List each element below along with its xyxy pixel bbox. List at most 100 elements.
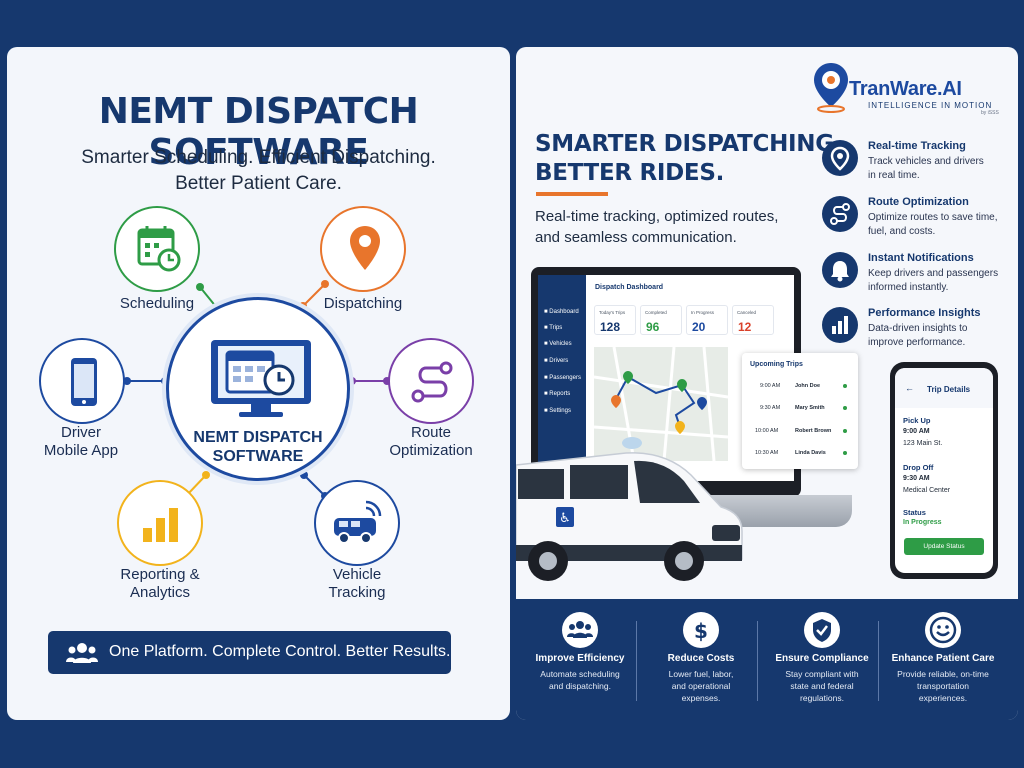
desc-line-2: and seamless communication. <box>535 229 737 246</box>
benefit-desc-line-3: regulations. <box>800 693 844 703</box>
dashboard-sidebar: ■ Dashboard ■ Trips ■ Vehicles ■ Drivers… <box>538 275 586 481</box>
feature-desc-line-2: informed instantly. <box>868 282 949 293</box>
trip-row[interactable]: 9:00 AM John Doe <box>742 383 858 403</box>
bottom-band <box>0 726 1024 768</box>
bar-chart-icon <box>143 508 178 542</box>
trip-time: 10:30 AM <box>755 450 779 456</box>
hub-circle: NEMT DISPATCH SOFTWARE <box>166 297 350 481</box>
stat-label: Completed <box>645 310 667 315</box>
tagline-text: One Platform. Complete Control. Better R… <box>109 643 451 660</box>
sidebar-item-settings[interactable]: ■ Settings <box>544 408 571 414</box>
route-line-1: Route <box>410 424 452 441</box>
stat-label: Today's Trips <box>599 310 626 315</box>
feature-desc-line-1: Track vehicles and drivers <box>868 156 984 167</box>
update-status-button[interactable]: Update Status <box>904 538 984 555</box>
shield-check-icon <box>804 612 840 648</box>
stat-value: 20 <box>692 320 706 334</box>
trip-row[interactable]: 9:30 AM Mary Smith <box>742 405 858 425</box>
status-label: Status <box>903 508 926 517</box>
calendar-clock-icon <box>137 226 181 272</box>
sidebar-item-passengers[interactable]: ■ Passengers <box>544 375 581 381</box>
trip-passenger: Robert Brown <box>795 428 832 434</box>
trip-details-header: ← Trip Details <box>895 368 993 408</box>
location-pin-icon <box>822 140 858 176</box>
route-line-2: Optimization <box>389 442 473 459</box>
dropoff-time: 9:30 AM <box>903 475 930 482</box>
right-description: Real-time tracking, optimized routes, an… <box>535 206 778 248</box>
reporting-line-1: Reporting & <box>120 566 200 583</box>
pickup-label: Pick Up <box>903 416 931 425</box>
dollar-icon: $ <box>683 612 719 648</box>
benefit-desc-line-1: Automate scheduling <box>540 669 620 679</box>
back-arrow-icon[interactable]: ← <box>905 383 914 393</box>
benefit-desc-line-3: experiences. <box>918 693 968 703</box>
smartphone-icon <box>71 358 97 406</box>
hub-label: NEMT DISPATCH SOFTWARE <box>169 428 347 466</box>
divider <box>757 621 758 701</box>
sidebar-item-vehicles[interactable]: ■ Vehicles <box>544 341 572 347</box>
stat-canceled: Canceled 12 <box>732 305 774 335</box>
users-group-icon <box>66 643 98 663</box>
benefit-desc: Automate scheduling and dispatching. <box>525 668 635 692</box>
feature-label-dispatching: Dispatching <box>323 295 403 312</box>
benefit-reduce-costs: $ Reduce Costs Lower fuel, labor,and ope… <box>640 599 760 720</box>
trip-details-screen: ← Trip Details Pick Up 9:00 AM 123 Main … <box>895 368 993 573</box>
tagline-bar: One Platform. Complete Control. Better R… <box>48 631 451 674</box>
van-signal-icon <box>334 500 382 544</box>
phone-mockup: ← Trip Details Pick Up 9:00 AM 123 Main … <box>890 362 998 579</box>
benefit-desc-line-2: and dispatching. <box>549 681 611 691</box>
stat-label: Canceled <box>737 310 757 315</box>
stat-completed: Completed 96 <box>640 305 682 335</box>
status-dot <box>843 429 847 433</box>
stat-todays-trips: Today's Trips 128 <box>594 305 636 335</box>
trip-passenger: Linda Davis <box>795 450 826 456</box>
sidebar-item-dashboard[interactable]: ■ Dashboard <box>544 309 579 315</box>
status-dot <box>843 384 847 388</box>
stat-in-progress: In Progress 20 <box>686 305 728 335</box>
feature-title: Real-time Tracking <box>868 140 966 152</box>
sidebar-label: Passengers <box>549 375 581 381</box>
trip-row[interactable]: 10:30 AM Linda Davis <box>742 450 858 470</box>
svg-text:$: $ <box>694 619 708 643</box>
right-panel: TranWare.AI INTELLIGENCE IN MOTION by iS… <box>516 47 1018 720</box>
route-optimization-circle <box>388 338 474 424</box>
dashboard-title: Dispatch Dashboard <box>595 284 664 291</box>
feature-title: Route Optimization <box>868 196 969 208</box>
sidebar-label: Drivers <box>549 358 569 364</box>
vehicle-line-2: Tracking <box>328 584 386 601</box>
route-map[interactable] <box>593 346 729 462</box>
sidebar-item-drivers[interactable]: ■ Drivers <box>544 358 569 364</box>
route-path-icon <box>822 196 858 232</box>
feature-desc-line-2: fuel, and costs. <box>868 226 936 237</box>
trip-row[interactable]: 10:00 AM Robert Brown <box>742 428 858 448</box>
divider <box>878 621 879 701</box>
feature-title: Instant Notifications <box>868 252 974 264</box>
sidebar-item-reports[interactable]: ■ Reports <box>544 391 571 397</box>
benefits-bar: Improve Efficiency Automate scheduling an… <box>516 599 1018 720</box>
driver-app-circle <box>39 338 125 424</box>
feature-desc-line-1: Data-driven insights to <box>868 323 968 334</box>
benefit-enhance-patient-care: Enhance Patient Care Provide reliable, o… <box>882 599 1002 720</box>
benefit-desc-line-1: Stay compliant with <box>785 669 859 679</box>
benefit-desc-line-2: and operational <box>671 681 731 691</box>
wheelchair-van-illustration: ♿ <box>516 452 743 581</box>
hub-label-line-1: NEMT DISPATCH <box>193 429 323 446</box>
subtitle-line-2: Better Patient Care. <box>175 173 342 194</box>
stat-value: 12 <box>738 320 752 334</box>
benefit-desc-line-1: Provide reliable, on-time <box>897 669 989 679</box>
benefit-title: Ensure Compliance <box>775 653 869 664</box>
logo-by: by iSSS <box>981 110 999 116</box>
feature-label-driver-app: Driver Mobile App <box>11 424 151 460</box>
users-group-icon <box>562 612 598 648</box>
smile-icon <box>925 612 961 648</box>
logo-pin-icon <box>814 63 848 113</box>
right-heading: SMARTER DISPATCHING. BETTER RIDES. <box>535 130 843 188</box>
pickup-address: 123 Main St. <box>903 440 943 447</box>
sidebar-item-trips[interactable]: ■ Trips <box>544 325 563 331</box>
scheduling-circle <box>114 206 200 292</box>
benefit-title: Improve Efficiency <box>535 653 625 664</box>
